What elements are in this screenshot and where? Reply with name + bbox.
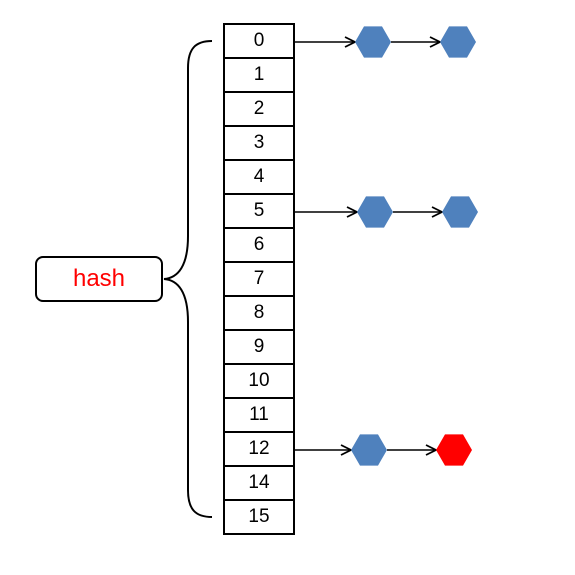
hexagon-node [357, 196, 393, 228]
bucket-index: 3 [253, 132, 265, 153]
bucket-row: 15 [225, 501, 293, 533]
hash-label-box: hash [35, 256, 163, 302]
bucket-index: 15 [248, 506, 270, 527]
bucket-index: 4 [253, 166, 265, 187]
bucket-index: 12 [248, 438, 270, 459]
hexagon-node [442, 196, 478, 228]
bucket-index: 0 [253, 30, 265, 51]
hash-label: hash [72, 265, 126, 292]
hexagon-node [440, 26, 476, 58]
bucket-index: 5 [253, 200, 265, 221]
hexagon-node-red [436, 434, 472, 466]
bucket-index: 2 [253, 98, 265, 119]
bucket-index: 6 [253, 234, 265, 255]
bucket-index: 9 [253, 336, 265, 357]
bucket-row: 1 [225, 59, 293, 93]
bucket-row: 4 [225, 161, 293, 195]
bucket-row: 7 [225, 263, 293, 297]
bucket-index: 8 [253, 302, 265, 323]
hexagon-node [355, 26, 391, 58]
bucket-row: 2 [225, 93, 293, 127]
bucket-row: 5 [225, 195, 293, 229]
bucket-row: 10 [225, 365, 293, 399]
bucket-index: 14 [248, 472, 270, 493]
bucket-row: 3 [225, 127, 293, 161]
bucket-row: 9 [225, 331, 293, 365]
hexagon-node [351, 434, 387, 466]
curly-brace [163, 40, 213, 518]
bucket-row: 0 [225, 25, 293, 59]
chains-group [295, 26, 478, 466]
bucket-row: 14 [225, 467, 293, 501]
bucket-row: 8 [225, 297, 293, 331]
bucket-index: 11 [249, 404, 269, 425]
bucket-index: 7 [253, 268, 265, 289]
bucket-row: 6 [225, 229, 293, 263]
bucket-index: 1 [253, 64, 265, 85]
bucket-index: 10 [248, 370, 270, 391]
bucket-row: 12 [225, 433, 293, 467]
bucket-row: 11 [225, 399, 293, 433]
